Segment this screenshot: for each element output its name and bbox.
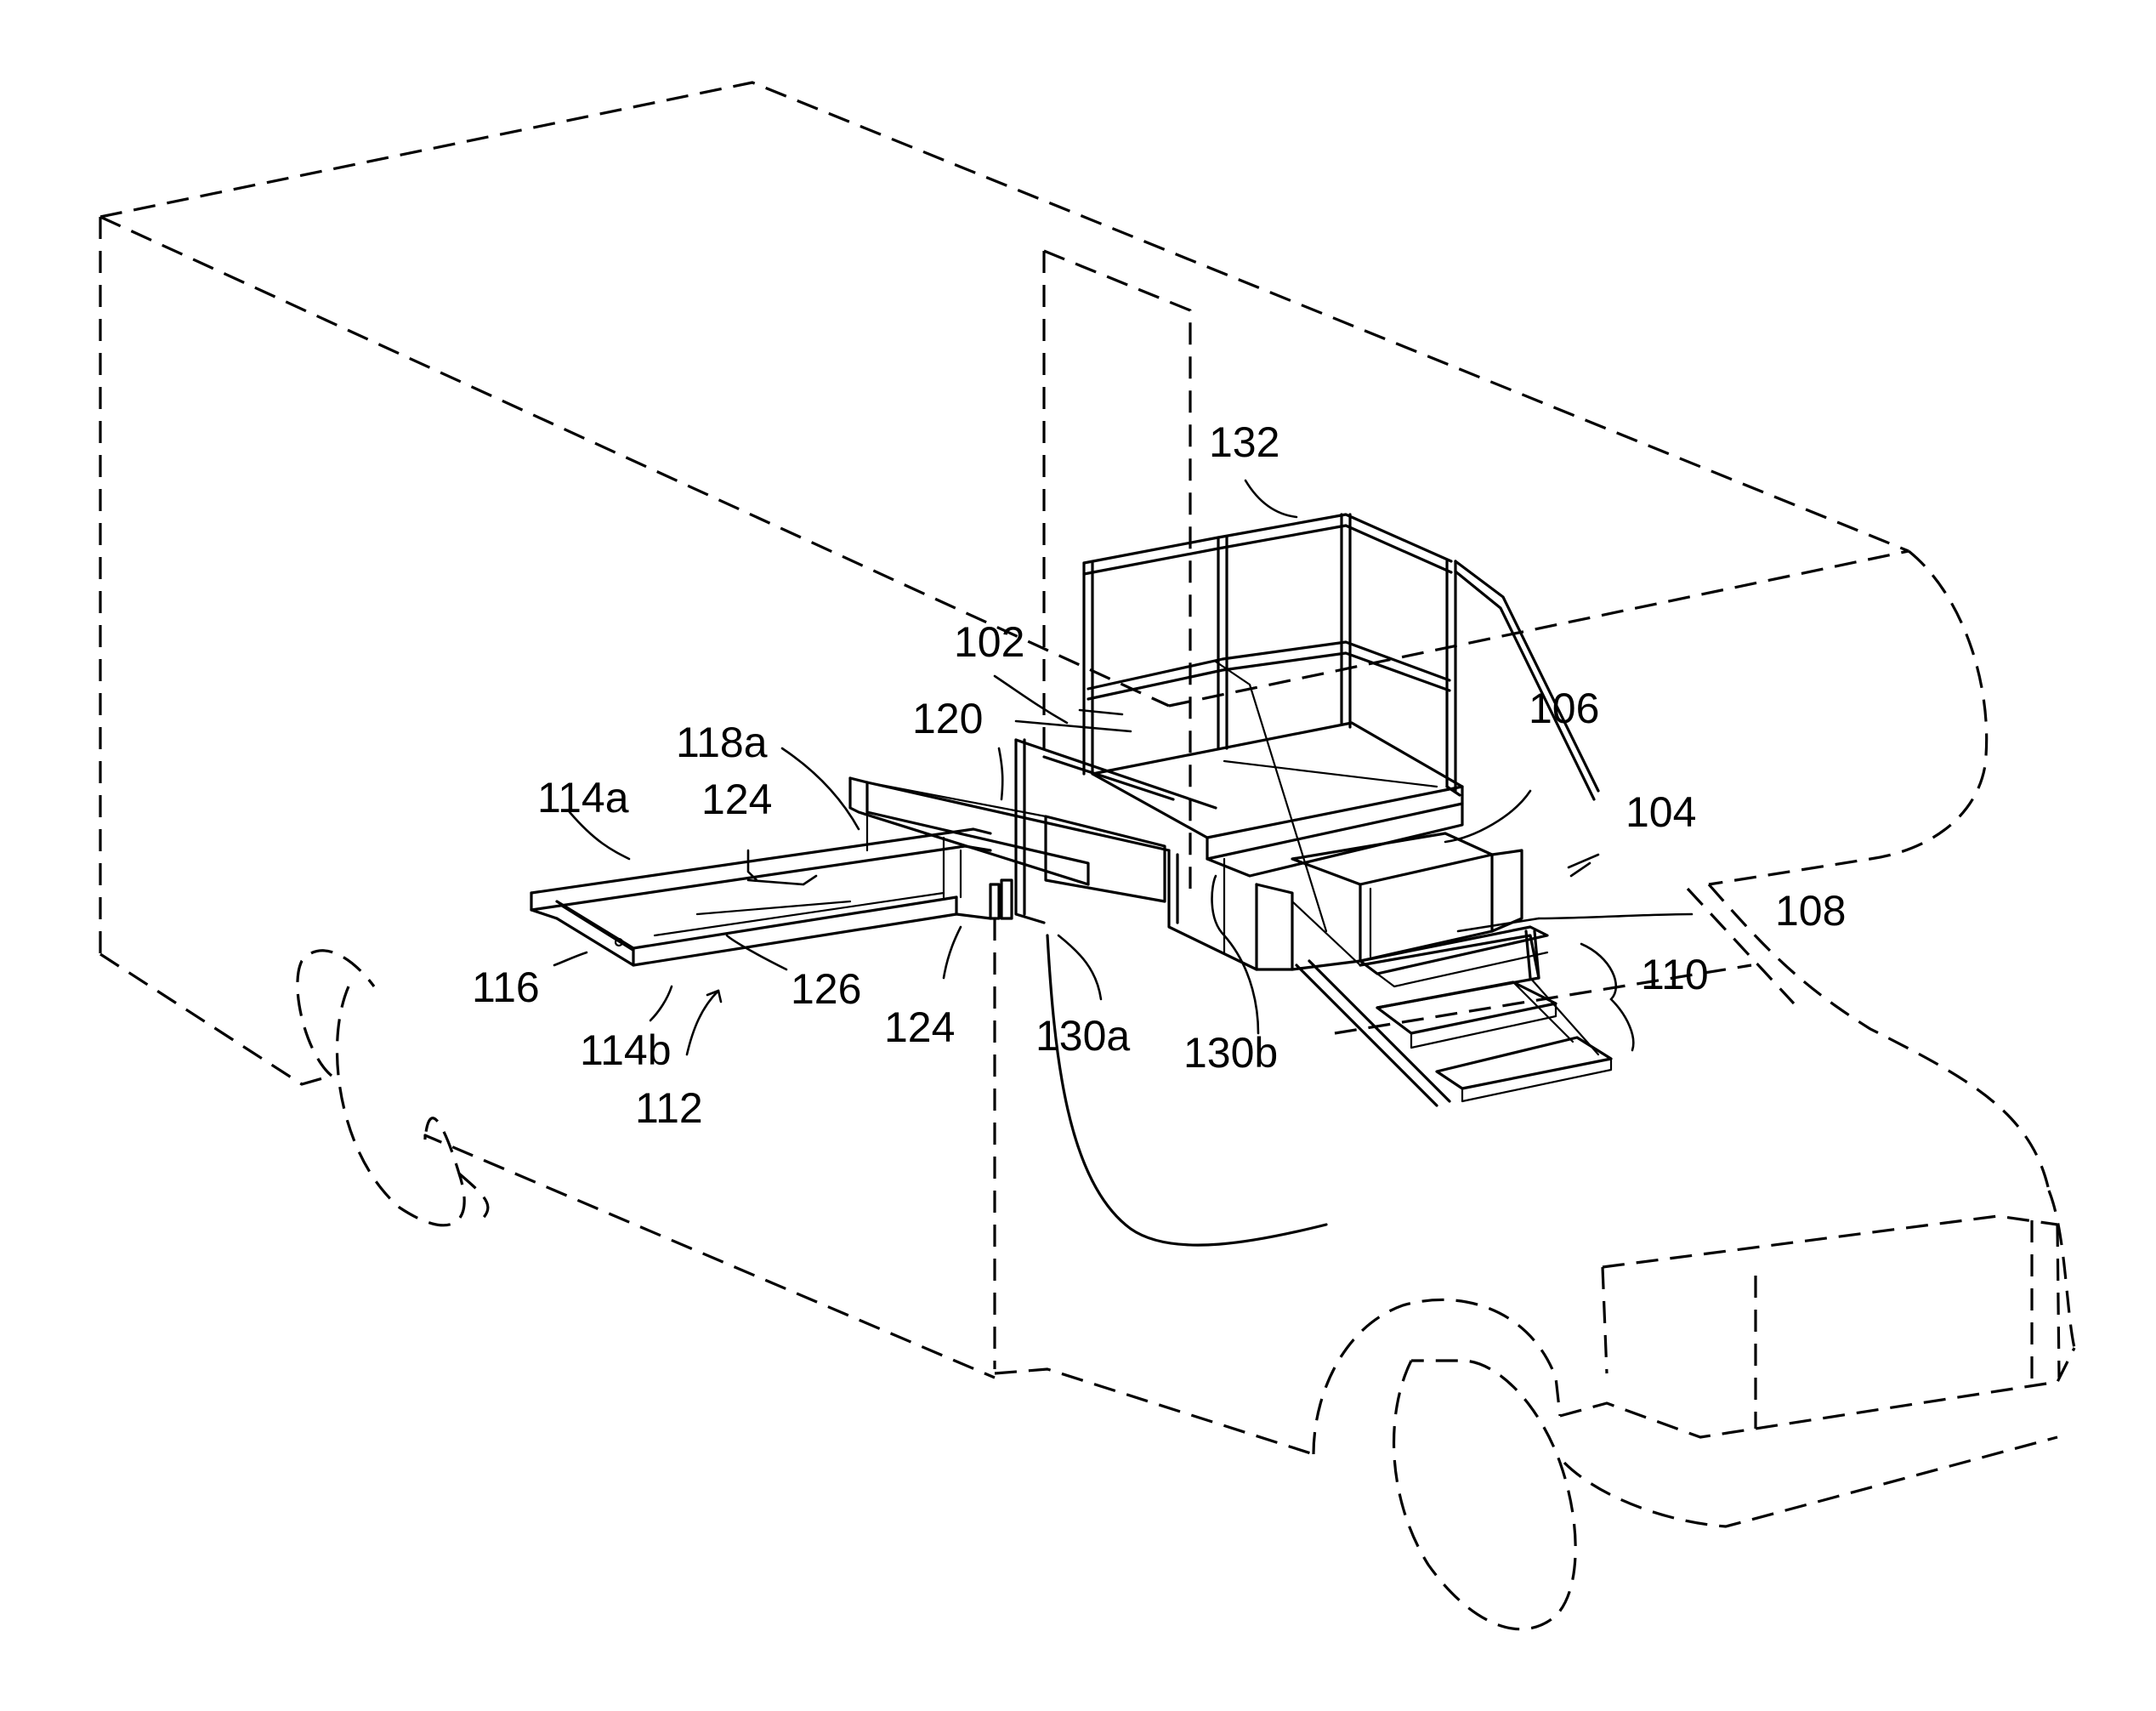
reference-numerals: 132 102 118a 120 106 104 114a 124 108 11… (472, 418, 1846, 1132)
ref-132: 132 (1209, 418, 1279, 466)
ref-116: 116 (472, 964, 540, 1011)
ref-106: 106 (1529, 685, 1599, 732)
vehicle-outline (100, 82, 2074, 1629)
ref-120: 120 (912, 695, 983, 742)
ref-114a: 114a (537, 774, 629, 821)
ref-118a: 118a (676, 719, 768, 766)
ref-108: 108 (1775, 887, 1846, 935)
ref-124-lower: 124 (884, 1003, 955, 1051)
slide-out-tray (531, 740, 1216, 965)
ref-126: 126 (791, 965, 861, 1013)
ref-110: 110 (1641, 951, 1709, 998)
ref-102: 102 (954, 618, 1024, 666)
ref-114b: 114b (580, 1026, 672, 1074)
ref-104: 104 (1626, 788, 1696, 836)
platform-assembly (1084, 514, 1611, 1106)
ref-130a: 130a (1035, 1012, 1130, 1060)
ref-124-upper: 124 (701, 776, 772, 823)
ref-112: 112 (635, 1084, 703, 1132)
ref-130b: 130b (1183, 1029, 1278, 1077)
door-edge (1047, 935, 1326, 1245)
